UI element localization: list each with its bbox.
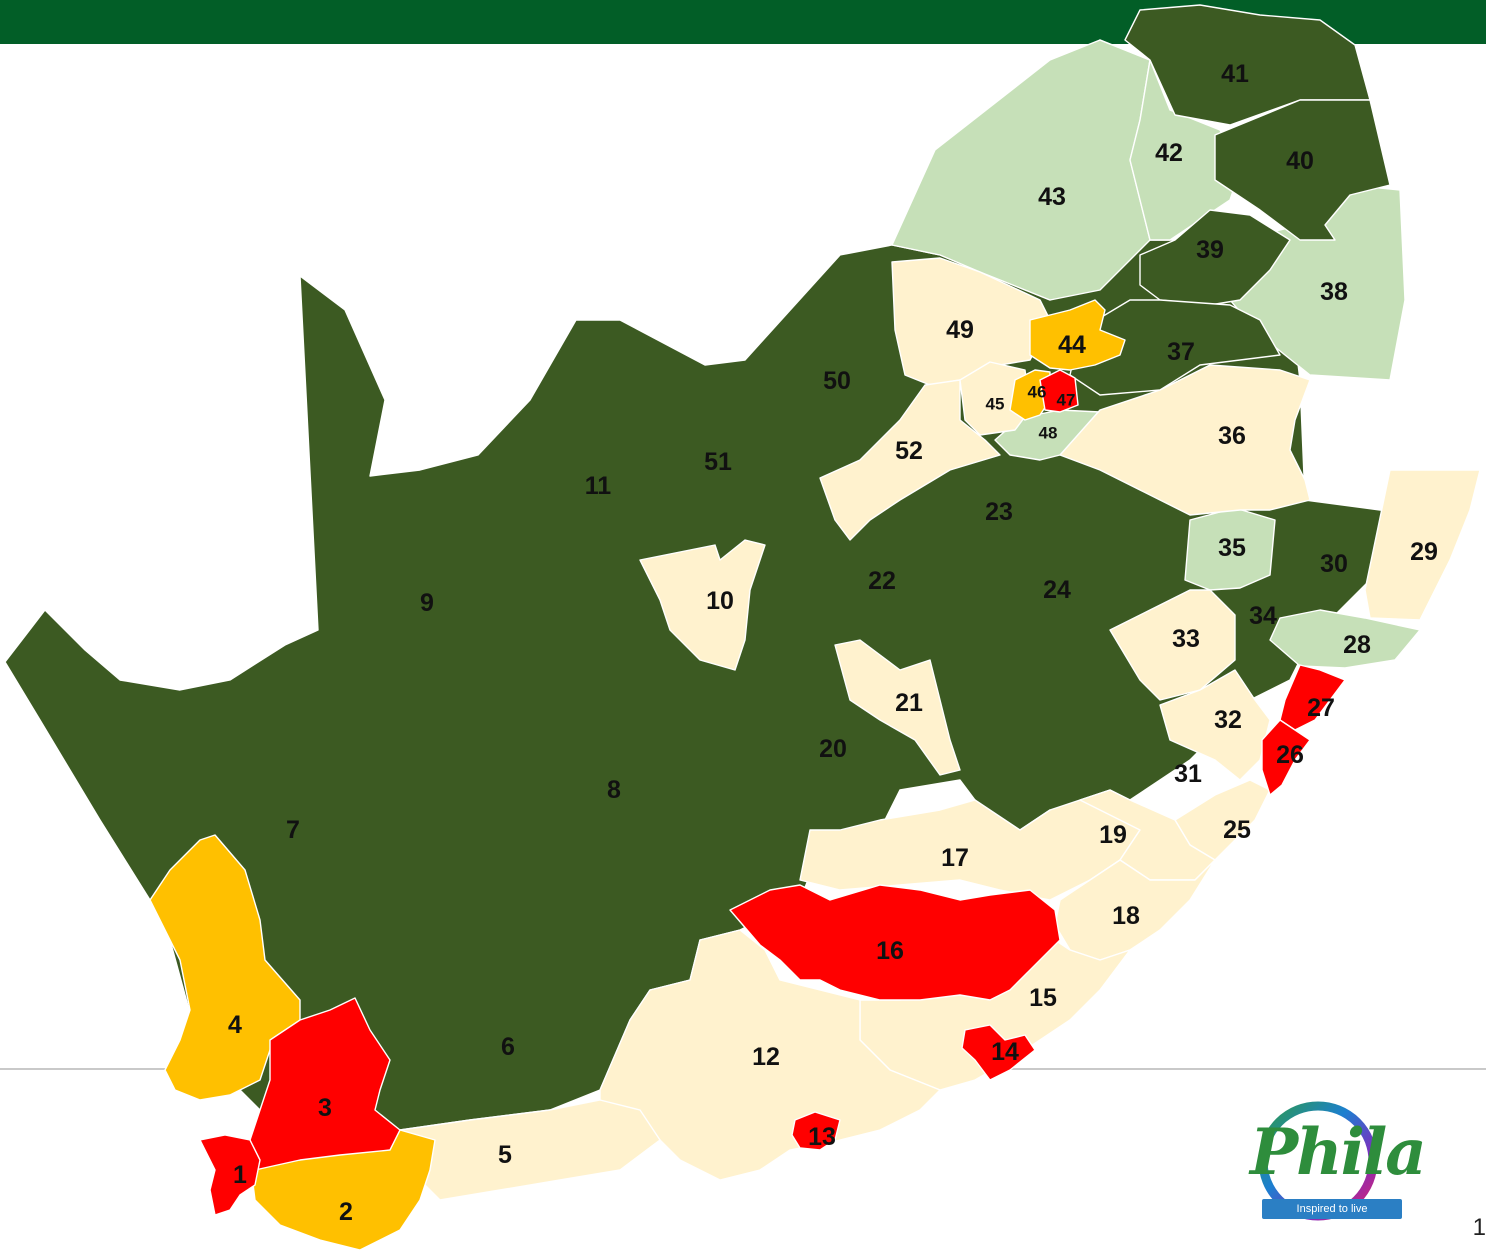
- region-label-7: 7: [286, 816, 300, 844]
- region-label-4: 4: [228, 1011, 242, 1039]
- region-16: [729, 884, 1061, 1001]
- region-label-8: 8: [607, 776, 621, 804]
- region-49: [891, 257, 1051, 386]
- region-label-49: 49: [946, 316, 974, 344]
- region-28: [1269, 609, 1421, 669]
- region-14: [961, 1024, 1036, 1081]
- region-label-31: 31: [1174, 760, 1202, 788]
- region-label-1: 1: [233, 1161, 247, 1189]
- region-label-46: 46: [1028, 383, 1047, 402]
- region-37: [1069, 299, 1281, 396]
- phila-logo: Phila Inspired to live: [1236, 1095, 1427, 1235]
- region-41: [1124, 4, 1371, 126]
- region-39: [1139, 209, 1291, 306]
- region-label-5: 5: [498, 1141, 512, 1169]
- region-label-26: 26: [1276, 741, 1304, 769]
- logo-tagline: Inspired to live: [1262, 1199, 1402, 1219]
- region-label-50: 50: [823, 367, 851, 395]
- region-label-44: 44: [1058, 331, 1086, 359]
- region-label-32: 32: [1214, 706, 1242, 734]
- region-label-41: 41: [1221, 60, 1249, 88]
- region-10: [639, 539, 766, 671]
- region-label-20: 20: [819, 735, 847, 763]
- region-29: [1364, 469, 1481, 621]
- region-label-15: 15: [1029, 984, 1057, 1012]
- region-label-22: 22: [868, 567, 896, 595]
- region-label-30: 30: [1320, 550, 1348, 578]
- region-33: [1109, 589, 1236, 701]
- region-label-38: 38: [1320, 278, 1348, 306]
- region-label-39: 39: [1196, 236, 1224, 264]
- region-label-3: 3: [318, 1094, 332, 1122]
- region-label-16: 16: [876, 937, 904, 965]
- region-label-27: 27: [1307, 694, 1335, 722]
- region-label-42: 42: [1155, 139, 1183, 167]
- region-label-45: 45: [986, 395, 1005, 414]
- region-label-43: 43: [1038, 183, 1066, 211]
- region-label-23: 23: [985, 498, 1013, 526]
- region-label-37: 37: [1167, 338, 1195, 366]
- region-26: [1261, 719, 1311, 796]
- region-label-11: 11: [585, 472, 612, 500]
- region-label-35: 35: [1218, 534, 1246, 562]
- region-3: [249, 997, 401, 1171]
- region-44: [1029, 299, 1126, 371]
- slide-number: 1: [1472, 1214, 1486, 1241]
- region-label-14: 14: [991, 1038, 1019, 1066]
- region-label-17: 17: [941, 844, 969, 872]
- region-12: [599, 929, 941, 1181]
- region-1: [199, 1134, 261, 1216]
- region-label-34: 34: [1249, 602, 1277, 630]
- region-label-10: 10: [706, 587, 734, 615]
- region-36: [1059, 364, 1311, 516]
- region-40: [1214, 99, 1391, 241]
- region-label-24: 24: [1043, 576, 1071, 604]
- region-45: [959, 361, 1031, 436]
- region-label-29: 29: [1410, 538, 1438, 566]
- region-label-33: 33: [1172, 625, 1200, 653]
- region-label-19: 19: [1099, 821, 1127, 849]
- region-label-52: 52: [895, 437, 923, 465]
- region-label-18: 18: [1112, 902, 1140, 930]
- region-label-6: 6: [501, 1033, 515, 1061]
- region-label-25: 25: [1223, 816, 1251, 844]
- region-label-40: 40: [1286, 147, 1314, 175]
- region-label-48: 48: [1039, 424, 1058, 443]
- region-label-9: 9: [420, 589, 434, 617]
- region-47: [1039, 369, 1079, 413]
- region-21: [834, 639, 961, 776]
- region-label-2: 2: [339, 1198, 353, 1226]
- region-52: [819, 379, 1001, 541]
- region-label-36: 36: [1218, 422, 1246, 450]
- region-label-12: 12: [752, 1043, 780, 1071]
- region-label-21: 21: [895, 689, 923, 717]
- logo-wordmark: Phila: [1250, 1115, 1427, 1190]
- region-label-47: 47: [1057, 391, 1076, 410]
- region-label-28: 28: [1343, 631, 1371, 659]
- region-label-13: 13: [808, 1123, 836, 1151]
- region-label-51: 51: [704, 448, 732, 476]
- region-13: [791, 1111, 841, 1151]
